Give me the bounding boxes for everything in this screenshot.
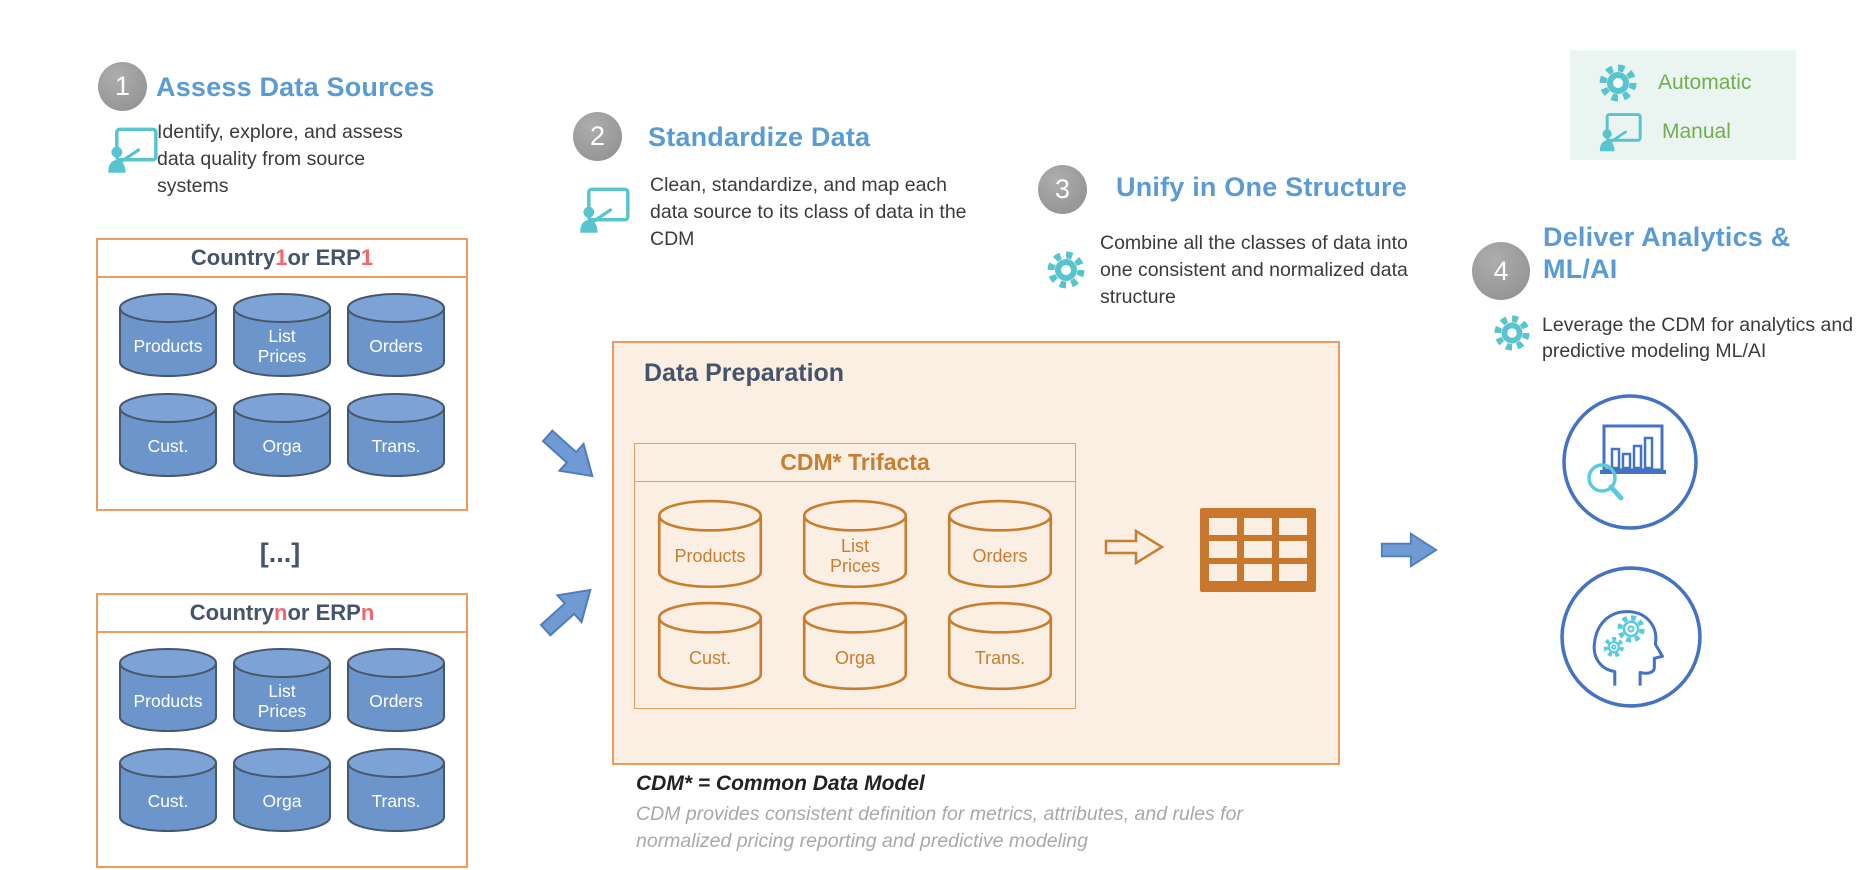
db-cylinder-label: Cust. — [147, 790, 189, 811]
title-text: or ERP — [287, 245, 361, 270]
db-cylinder-label: List Prices — [829, 536, 880, 577]
legend-label-manual: Manual — [1662, 120, 1731, 143]
db-cylinder: Products — [116, 292, 220, 380]
db-cylinder-label: Products — [133, 690, 203, 711]
source-box-country-n-title: Country n or ERP n — [98, 595, 466, 633]
db-cylinder: Products — [116, 647, 220, 735]
gear-icon — [1494, 315, 1530, 351]
db-cylinder: Orga — [230, 392, 334, 480]
step-4-number-circle: 4 — [1472, 242, 1530, 300]
flow-arrow-up-right — [539, 588, 592, 637]
legend-row-manual: Manual — [1598, 112, 1731, 152]
data-preparation-title: Data Preparation — [644, 359, 845, 387]
db-cylinder: Orders — [945, 499, 1055, 591]
legend-panel: Automatic Manual — [1570, 50, 1796, 160]
title-number: 1 — [275, 245, 288, 270]
db-cylinder: List Prices — [800, 499, 910, 591]
whiteboard-icon — [108, 127, 158, 173]
db-cylinder: Orga — [230, 747, 334, 835]
hollow-arrow-right — [1104, 528, 1164, 566]
db-cylinder: Trans. — [344, 392, 448, 480]
title-number: n — [360, 600, 375, 625]
table-grid-icon — [1200, 508, 1316, 592]
source-box-country-n: Country n or ERP n Products List Prices … — [96, 593, 468, 868]
db-cylinder: Cust. — [655, 601, 765, 693]
db-cylinder-label: Orders — [369, 690, 423, 711]
db-cylinder: Orga — [800, 601, 910, 693]
db-cylinder-label: Orders — [972, 546, 1028, 567]
db-cylinder: Cust. — [116, 392, 220, 480]
source-box-country-1: Country 1 or ERP 1 Products List Prices … — [96, 238, 468, 511]
title-text: Country — [189, 600, 275, 625]
whiteboard-icon — [580, 187, 630, 233]
step-4-description: Leverage the CDM for analytics and predi… — [1542, 314, 1854, 362]
db-cylinder: List Prices — [230, 647, 334, 735]
flow-arrow-right — [1380, 532, 1438, 568]
data-preparation-box: Data Preparation CDM* Trifacta Products … — [612, 341, 1340, 765]
db-cylinder: Orders — [344, 292, 448, 380]
title-number: 1 — [360, 245, 374, 270]
gear-icon — [1599, 64, 1637, 102]
db-cylinder: List Prices — [230, 292, 334, 380]
step-2-number-circle: 2 — [573, 112, 622, 161]
step-4-title: Deliver Analytics & ML/AI — [1543, 222, 1791, 284]
cylinder-grid: Products List Prices Orders Cust. Orga — [655, 499, 1055, 693]
step-3-number-circle: 3 — [1038, 165, 1087, 214]
cylinder-grid: Products List Prices Orders Cust. Orga T… — [116, 647, 448, 835]
db-cylinder-label: List Prices — [257, 326, 307, 366]
step-3-title: Unify in One Structure — [1116, 172, 1407, 202]
whiteboard-icon — [1599, 113, 1642, 152]
legend-row-automatic: Automatic — [1598, 63, 1751, 103]
source-box-country-1-title: Country 1 or ERP 1 — [98, 240, 466, 278]
db-cylinder: Trans. — [945, 601, 1055, 693]
db-cylinder-label: Orga — [262, 435, 302, 456]
step-1-title: Assess Data Sources — [156, 72, 435, 102]
db-cylinder-label: List Prices — [257, 681, 307, 721]
db-cylinder-label: Orga — [834, 648, 876, 669]
flow-arrow-down-right — [541, 429, 594, 478]
more-sources-ellipsis: [...] — [259, 538, 301, 568]
cdm-trifacta-title: CDM* Trifacta — [635, 444, 1075, 482]
analytics-chart-icon — [1562, 394, 1698, 530]
title-text: or ERP — [287, 600, 361, 625]
ml-ai-head-icon — [1560, 566, 1702, 708]
cylinder-grid: Products List Prices Orders Cust. Orga T… — [116, 292, 448, 480]
db-cylinder-label: Orga — [262, 790, 302, 811]
footnote-definition: CDM* = Common Data Model — [636, 772, 925, 795]
db-cylinder-label: Trans. — [974, 648, 1026, 669]
step-2-title: Standardize Data — [648, 122, 871, 152]
db-cylinder-label: Cust. — [688, 648, 731, 669]
cdm-trifacta-box: CDM* Trifacta Products List Prices Order… — [634, 443, 1076, 709]
db-cylinder: Products — [655, 499, 765, 591]
db-cylinder-label: Products — [133, 335, 203, 356]
title-text: Country — [190, 245, 276, 270]
step-1-number-circle: 1 — [98, 62, 147, 111]
step-3-description: Combine all the classes of data into one… — [1100, 232, 1408, 308]
legend-label-automatic: Automatic — [1658, 71, 1752, 94]
db-cylinder-label: Trans. — [371, 435, 421, 456]
step-1-description: Identify, explore, and assess data quali… — [157, 121, 403, 197]
footnote-detail: CDM provides consistent definition for m… — [636, 803, 1243, 852]
gear-icon — [1047, 251, 1085, 289]
step-2-description: Clean, standardize, and map each data so… — [650, 174, 967, 250]
db-cylinder: Cust. — [116, 747, 220, 835]
db-cylinder: Orders — [344, 647, 448, 735]
db-cylinder: Trans. — [344, 747, 448, 835]
db-cylinder-label: Trans. — [371, 790, 421, 811]
db-cylinder-label: Products — [674, 546, 746, 567]
title-number: n — [274, 600, 288, 625]
db-cylinder-label: Orders — [369, 335, 423, 356]
db-cylinder-label: Cust. — [147, 435, 189, 456]
